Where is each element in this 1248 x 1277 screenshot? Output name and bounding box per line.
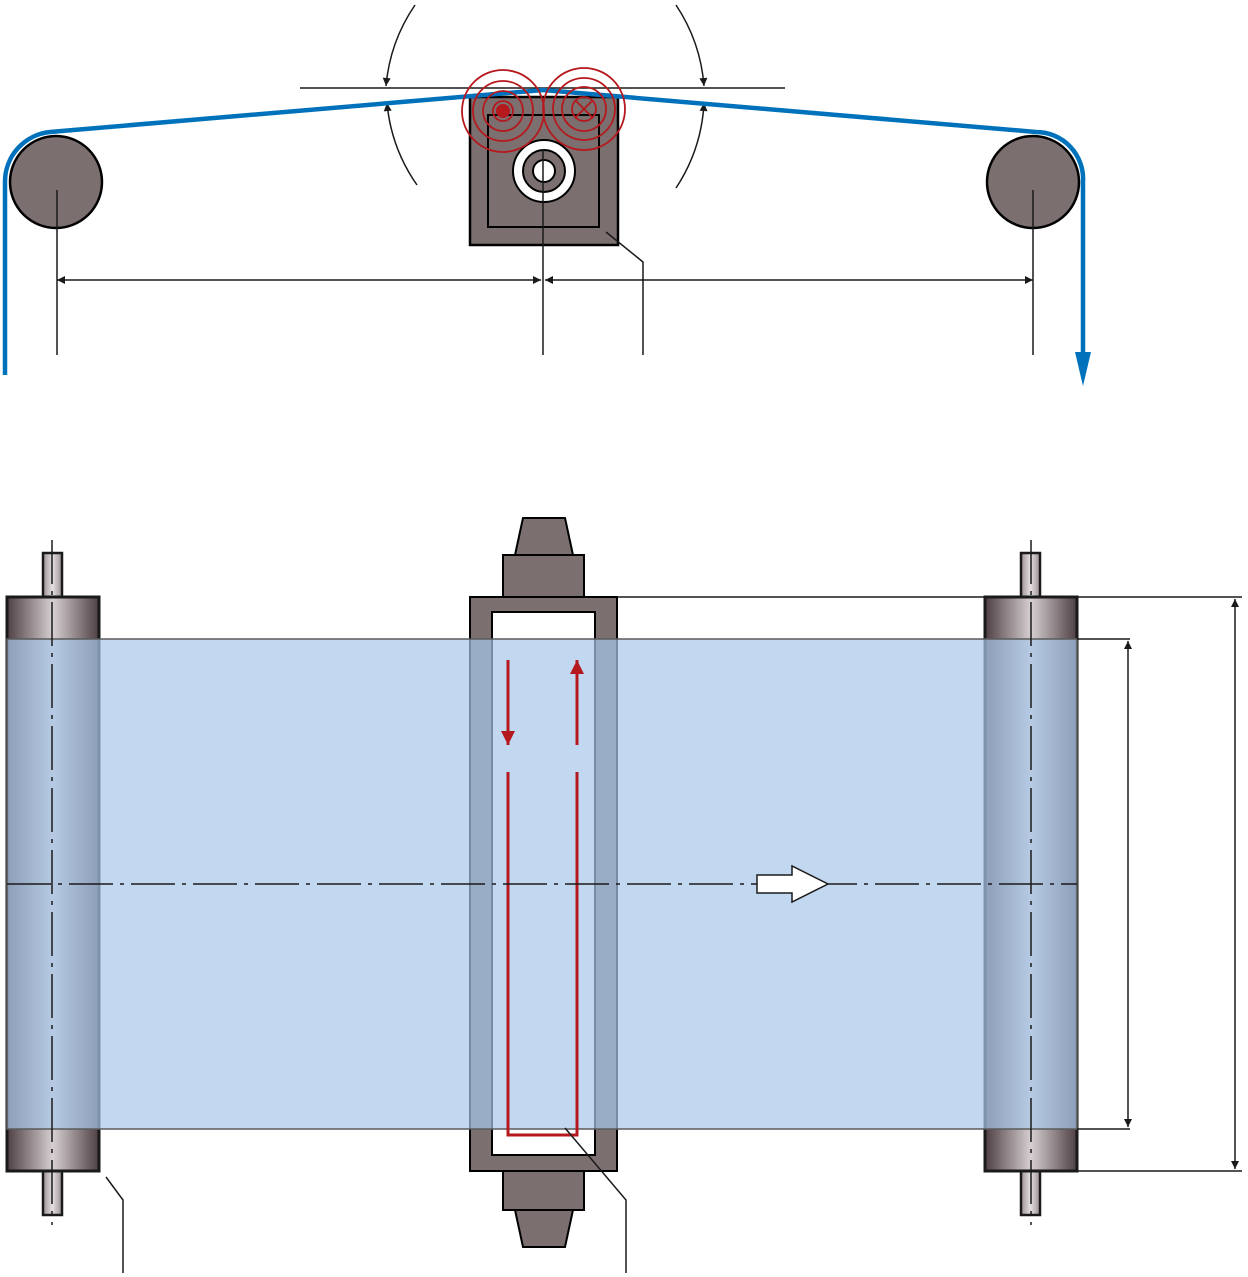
- current-out-dot-icon: [496, 104, 510, 118]
- web-strip-side: [2, 87, 1086, 375]
- current-in-cross-icon: [575, 100, 593, 118]
- coil-field-left: [461, 69, 545, 153]
- center-lines: [7, 540, 1077, 1225]
- dimension-lines-bottom: [105, 596, 1242, 1273]
- dimension-lines-top: [56, 150, 1034, 355]
- top-view: [5, 517, 1242, 1273]
- coil-field-right: [542, 67, 626, 151]
- angle-indicator-left: [382, 4, 418, 186]
- left-roller: [8, 134, 104, 230]
- roller-leader: [105, 1176, 124, 1273]
- web-direction-arrow-icon: [756, 864, 830, 904]
- side-view: [2, 4, 1091, 386]
- coil-current-path: [501, 660, 584, 1137]
- coil-leader: [564, 1127, 627, 1273]
- inductor-block: [468, 95, 620, 247]
- web-direction-arrow-icon: [1075, 352, 1091, 386]
- angle-indicator-right: [675, 4, 708, 189]
